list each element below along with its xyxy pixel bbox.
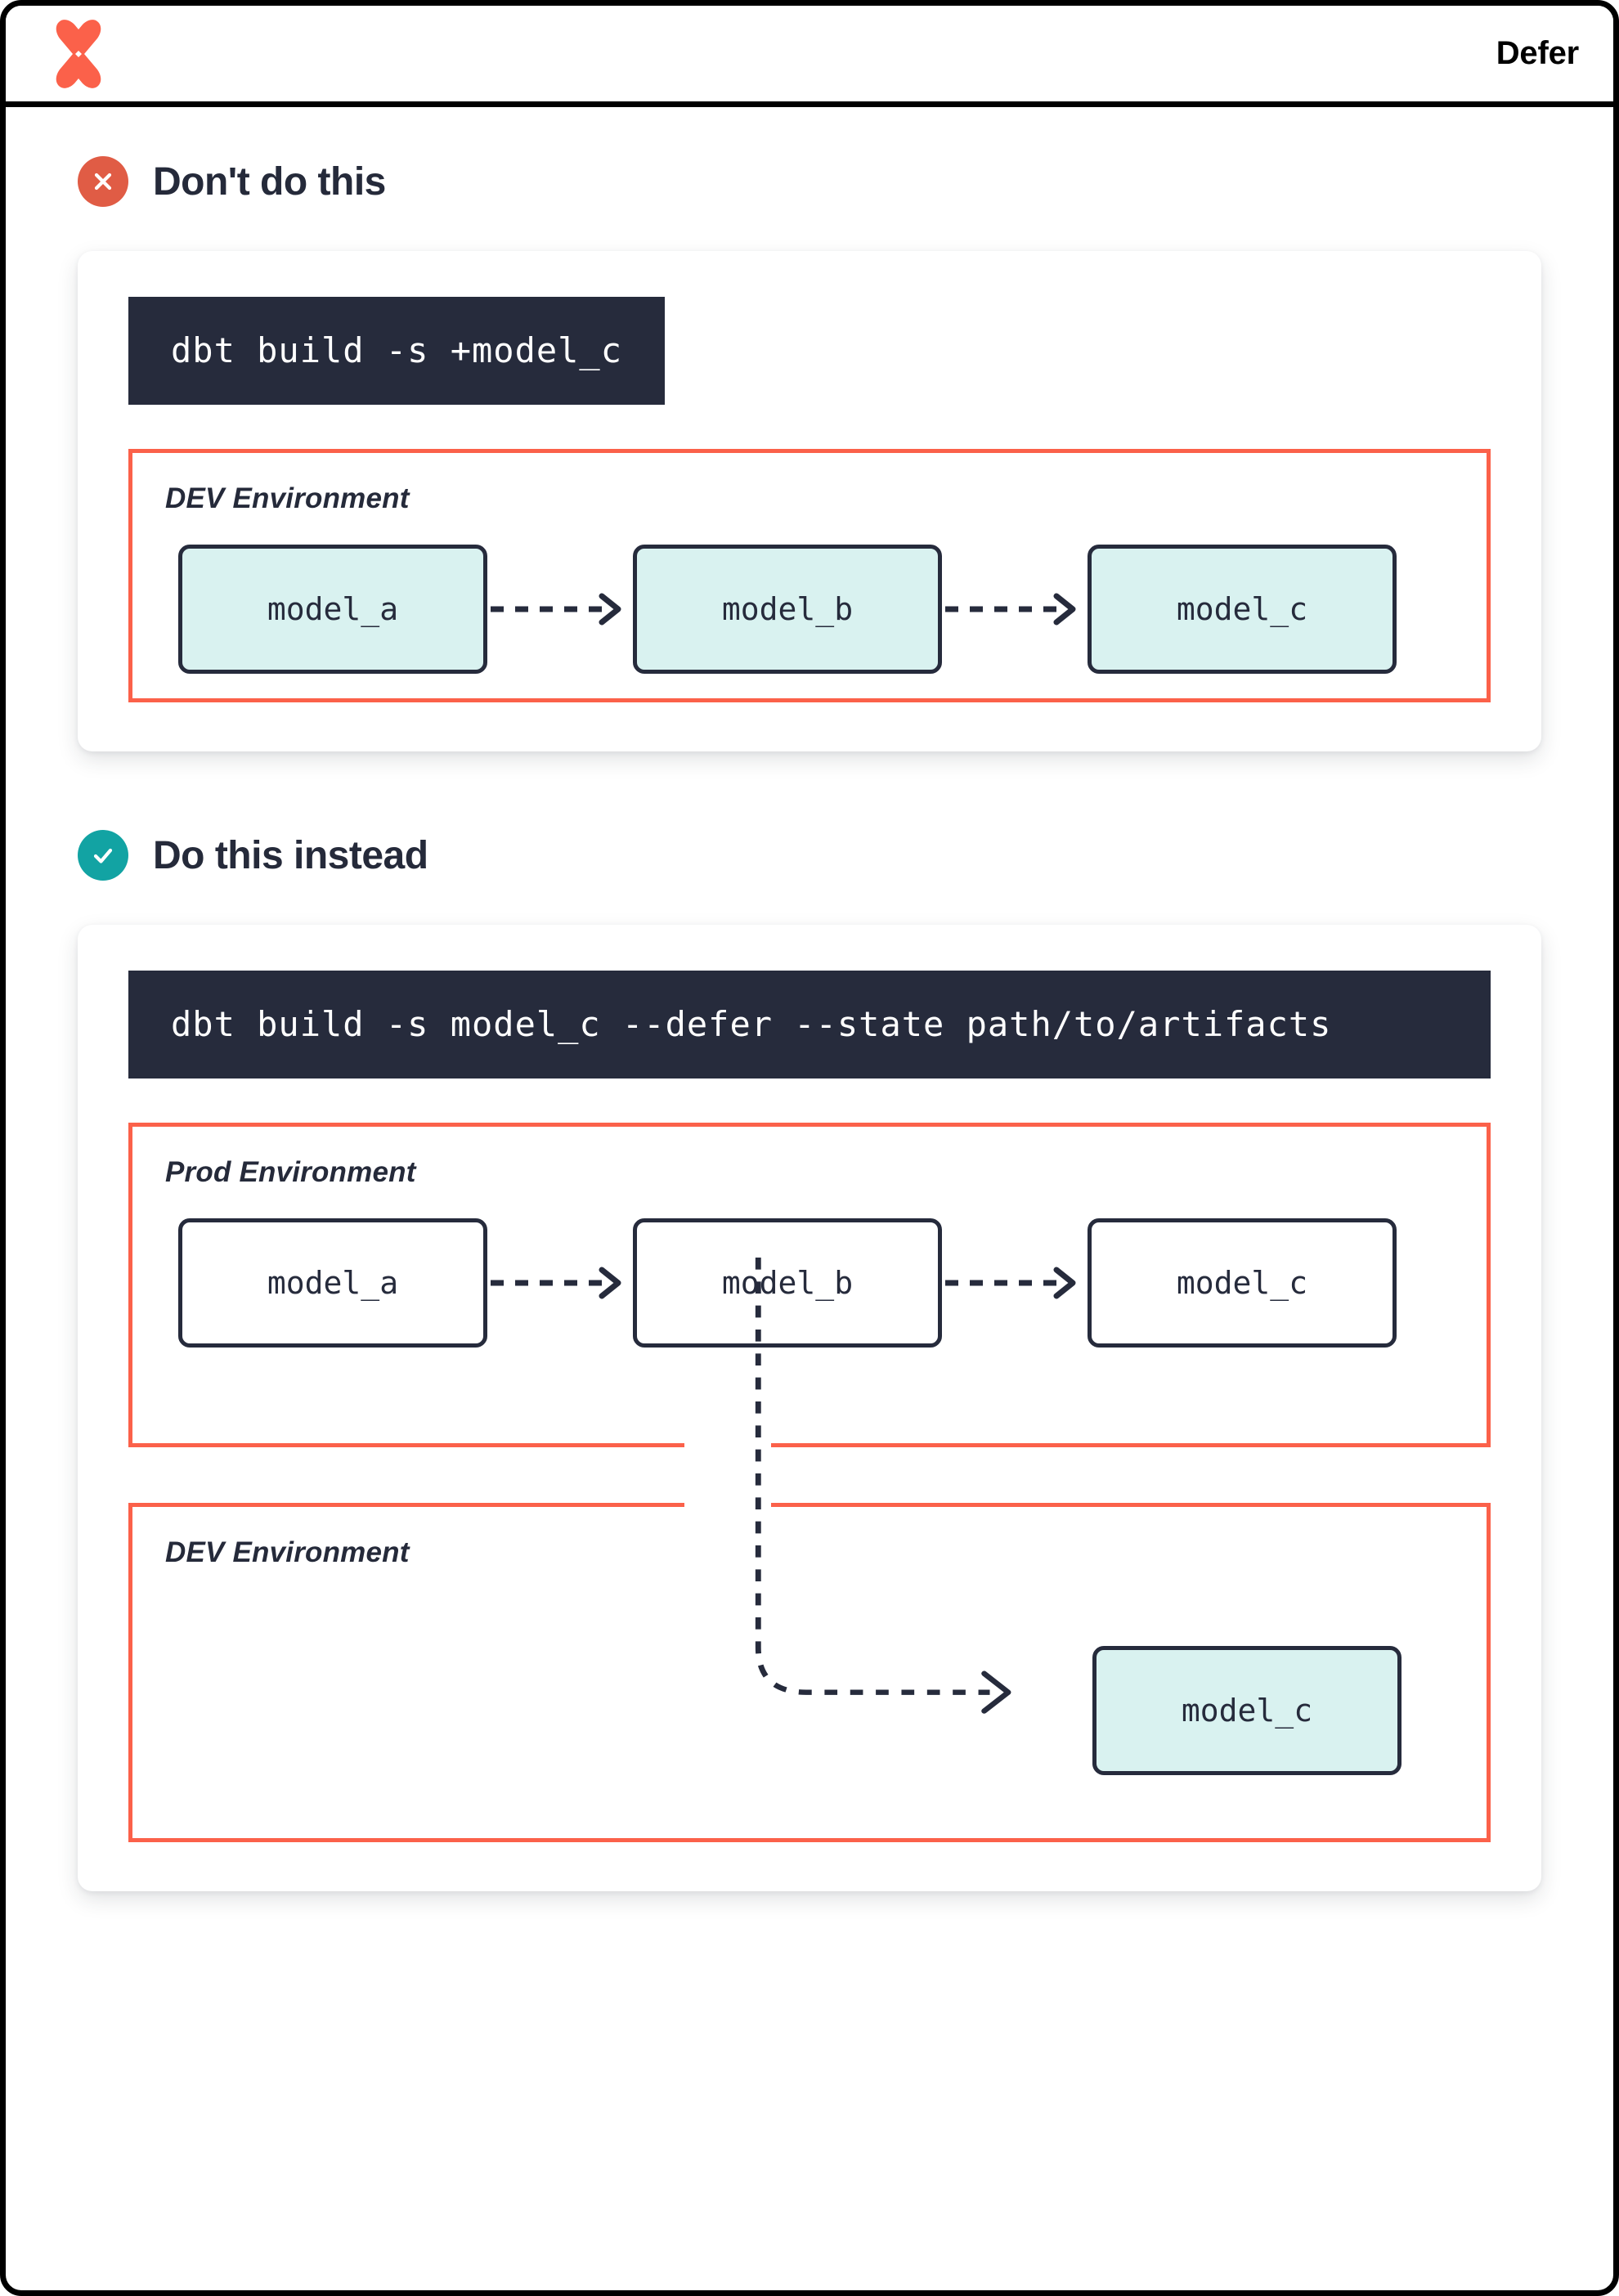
env-box-prod: Prod Environment model_a model_b mod xyxy=(128,1123,1491,1447)
section-header-dont: Don't do this xyxy=(78,156,1541,207)
section-spacer xyxy=(78,751,1541,830)
model-node-c-dev1[interactable]: model_c xyxy=(1088,545,1397,674)
section-header-do: Do this instead xyxy=(78,830,1541,881)
page-body: Don't do this dbt build -s +model_c DEV … xyxy=(6,107,1613,1948)
model-row-dev-2: model_c xyxy=(165,1646,1454,1775)
section-title-dont: Don't do this xyxy=(153,159,386,204)
dashed-arrow-icon xyxy=(491,1267,621,1299)
env-label-dev-1: DEV Environment xyxy=(165,482,410,514)
check-circle-icon xyxy=(78,830,128,881)
model-row-prod: model_a model_b model_c xyxy=(165,1218,1454,1348)
model-node-c-prod[interactable]: model_c xyxy=(1088,1218,1397,1348)
env-box-dev-2: DEV Environment model_c xyxy=(128,1503,1491,1842)
dashed-arrow-icon xyxy=(945,1267,1076,1299)
model-row-dev-1: model_a model_b model_c xyxy=(165,545,1454,674)
dashed-arrow-icon xyxy=(491,593,621,626)
card-dont: dbt build -s +model_c DEV Environment mo… xyxy=(78,251,1541,751)
env-gap xyxy=(128,1443,1491,1507)
env-prod-bottom-edge-right xyxy=(771,1443,1491,1447)
env-label-dev-2: DEV Environment xyxy=(165,1536,410,1568)
env-label-prod: Prod Environment xyxy=(165,1156,416,1188)
env-prod-bottom-edge-left xyxy=(128,1443,684,1447)
header-bar: Defer xyxy=(6,6,1613,107)
page-title: Defer xyxy=(1496,35,1579,71)
env-dev-top-edge-left xyxy=(128,1503,684,1507)
env-box-dev-1: DEV Environment model_a model_b model_c xyxy=(128,449,1491,702)
x-circle-icon xyxy=(78,156,128,207)
dbt-logo-icon xyxy=(52,19,105,89)
model-node-b-prod[interactable]: model_b xyxy=(633,1218,942,1348)
command-dont: dbt build -s +model_c xyxy=(128,297,666,405)
section-title-do: Do this instead xyxy=(153,833,428,877)
model-node-a-prod[interactable]: model_a xyxy=(178,1218,487,1348)
environments-group: Prod Environment model_a model_b mod xyxy=(128,1123,1491,1842)
dashed-arrow-icon xyxy=(945,593,1076,626)
card-do: dbt build -s model_c --defer --state pat… xyxy=(78,925,1541,1891)
model-node-c-dev2[interactable]: model_c xyxy=(1092,1646,1401,1775)
model-node-b-dev1[interactable]: model_b xyxy=(633,545,942,674)
env-dev-top-edge-right xyxy=(771,1503,1491,1507)
model-node-a-dev1[interactable]: model_a xyxy=(178,545,487,674)
command-do: dbt build -s model_c --defer --state pat… xyxy=(128,971,1491,1078)
